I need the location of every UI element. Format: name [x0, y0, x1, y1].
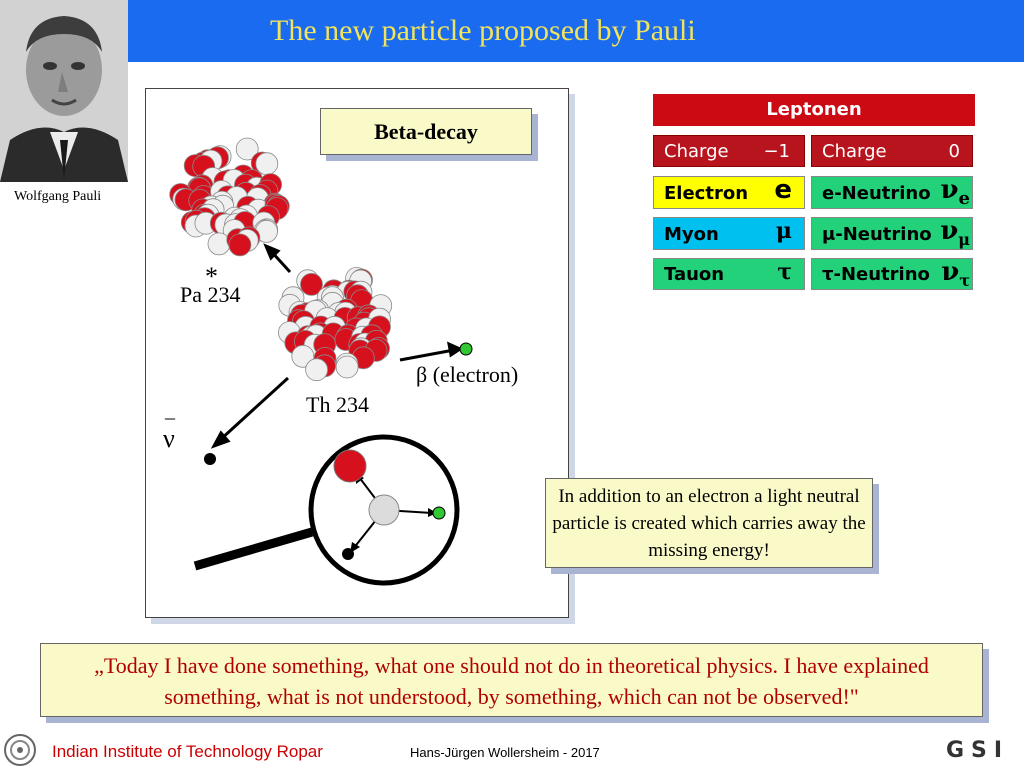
decaying-neutron: [368, 494, 400, 526]
footer: Indian Institute of Technology Ropar Han…: [0, 732, 1024, 768]
th234-label: Th 234: [306, 392, 369, 417]
charge-value-neutrino: 0: [948, 141, 960, 162]
tauon-name: Tauon: [664, 264, 725, 285]
iit-ropar-logo: [4, 734, 36, 766]
e-neutrino-name: e-Neutrino: [822, 183, 931, 204]
electron-symbol: e: [774, 176, 792, 205]
footer-author: Hans-Jürgen Wollersheim - 2017: [410, 745, 600, 760]
charge-value-lepton: −1: [763, 141, 790, 162]
page-title: The new particle proposed by Pauli: [270, 14, 696, 47]
nucleon: [235, 137, 259, 161]
th234-nucleus: [277, 266, 393, 382]
antineutrino-bar: _: [165, 400, 175, 422]
tau-neutrino-cell: τ-Neutrino ντ: [811, 258, 973, 290]
leptonen-title: Leptonen: [766, 99, 862, 120]
excited-state-marker: *: [205, 262, 218, 291]
electron-cell: Electron e: [653, 176, 805, 209]
charge-lepton-cell: Charge −1: [653, 135, 805, 167]
beta-decay-label-box: Beta-decay: [320, 108, 532, 155]
mu-neutrino-cell: μ-Neutrino νμ: [811, 217, 973, 250]
magnifier-handle: [193, 527, 314, 571]
tau-neutrino-symbol: ντ: [941, 258, 970, 290]
beta-decay-label: Beta-decay: [374, 119, 478, 144]
emitted-electron: [459, 342, 473, 356]
nucleon: [305, 358, 329, 382]
nucleon: [300, 272, 323, 296]
tauon-cell: Tauon τ: [653, 258, 805, 290]
mu-neutrino-name: μ-Neutrino: [822, 224, 932, 245]
beta-text: (electron): [432, 362, 519, 387]
nucleon: [228, 233, 252, 257]
beta-arrow: [399, 341, 464, 362]
charge-label: Charge: [664, 141, 729, 162]
nucleon: [335, 355, 359, 379]
explanation-text: In addition to an electron a light neutr…: [552, 486, 866, 561]
charge-label: Charge: [822, 141, 887, 162]
photo-caption: Wolfgang Pauli: [14, 189, 102, 204]
tau-neutrino-name: τ-Neutrino: [822, 264, 930, 285]
wolfgang-pauli-photo: [0, 0, 128, 182]
e-neutrino-cell: e-Neutrino νe: [811, 176, 973, 209]
header-bar: [0, 0, 1024, 62]
emitted-antineutrino: [204, 453, 216, 465]
nucleon: [207, 232, 231, 256]
electron-name: Electron: [664, 183, 749, 204]
beta-symbol: β: [416, 362, 428, 387]
leptonen-header: Leptonen: [653, 94, 975, 126]
explanation-box: In addition to an electron a light neutr…: [545, 478, 873, 568]
antineutrino-arrow: [210, 376, 290, 449]
e-neutrino-symbol: νe: [940, 176, 971, 209]
footer-institute: Indian Institute of Technology Ropar: [52, 742, 323, 761]
gsi-logo: GSI: [946, 738, 1010, 763]
resulting-electron: [432, 506, 446, 520]
antineutrino-symbol: ν: [163, 424, 175, 453]
antineutrino-label: _ ν: [163, 400, 175, 454]
myon-cell: Myon μ: [653, 217, 805, 250]
myon-symbol: μ: [775, 218, 792, 244]
pa234-nucleus: [169, 137, 290, 257]
pa234-label: Pa 234: [180, 282, 241, 307]
myon-name: Myon: [664, 224, 719, 245]
nucleon: [255, 152, 279, 176]
resulting-antineutrino: [342, 548, 354, 560]
resulting-proton: [333, 449, 367, 483]
charge-neutrino-cell: Charge 0: [811, 135, 973, 167]
pauli-quote-box: „Today I have done something, what one s…: [40, 643, 983, 717]
beta-electron-label: β (electron): [416, 362, 518, 388]
pauli-quote: „Today I have done something, what one s…: [94, 653, 929, 709]
mu-neutrino-symbol: νμ: [940, 217, 970, 250]
tauon-symbol: τ: [777, 259, 792, 285]
decay-arrow-pa: [263, 243, 292, 274]
